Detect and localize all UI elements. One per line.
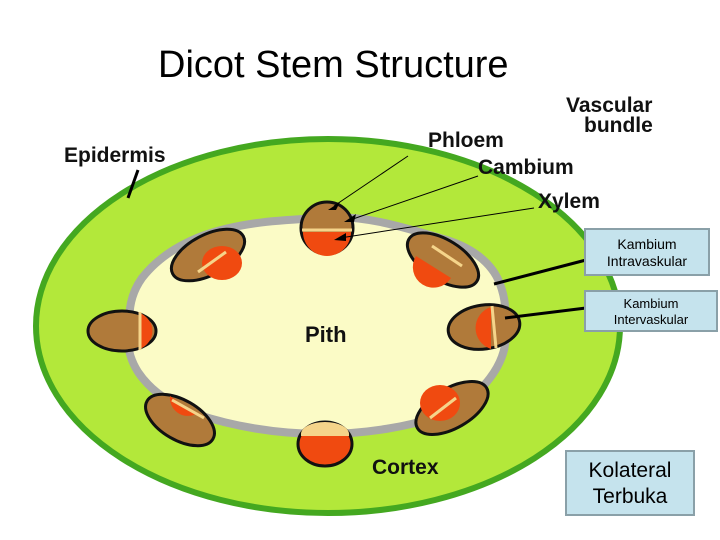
vascular-bundle-lower-left xyxy=(144,392,216,448)
intravaskular-line2: Intravaskular xyxy=(606,253,688,269)
vascular-bundle-left xyxy=(86,309,158,353)
intravaskular-pointer xyxy=(493,258,587,286)
kolateral-line1: Kolateral xyxy=(588,459,672,482)
kolateral-line2: Terbuka xyxy=(592,485,668,508)
vascular-bundle-top xyxy=(299,200,355,256)
phloem-label: Phloem xyxy=(428,129,504,152)
vascular-bundle-label-line1: Vascular xyxy=(566,94,652,117)
intervaskular-line2: Intervaskular xyxy=(613,312,689,327)
intervaskular-line1: Kambium xyxy=(623,296,679,311)
cortex-label: Cortex xyxy=(372,456,439,479)
diagram-title: Dicot Stem Structure xyxy=(158,44,509,86)
phloem-pointer xyxy=(333,155,409,207)
epidermis-pointer xyxy=(126,169,140,199)
xylem-pointer xyxy=(339,207,535,239)
vascular-bundle-right xyxy=(446,303,522,351)
xylem-label: Xylem xyxy=(538,190,600,213)
pith-label: Pith xyxy=(305,322,347,347)
kambium-intravaskular-callout: Kambium Intravaskular xyxy=(584,228,710,276)
kolateral-terbuka-callout: Kolateral Terbuka xyxy=(565,450,695,516)
epidermis-label: Epidermis xyxy=(64,144,166,167)
vascular-bundle-lower-right xyxy=(414,380,490,436)
vascular-bundle-upper-right xyxy=(405,231,481,289)
vascular-bundle-bottom xyxy=(296,420,354,468)
cambium-pointer xyxy=(349,175,479,221)
cambium-label: Cambium xyxy=(478,156,574,179)
intervaskular-pointer xyxy=(504,306,587,320)
intravaskular-line1: Kambium xyxy=(617,236,677,252)
vascular-bundle-label-line2: bundle xyxy=(584,114,653,137)
kambium-intervaskular-callout: Kambium Intervaskular xyxy=(584,290,718,332)
vascular-bundle-upper-left xyxy=(169,227,247,283)
